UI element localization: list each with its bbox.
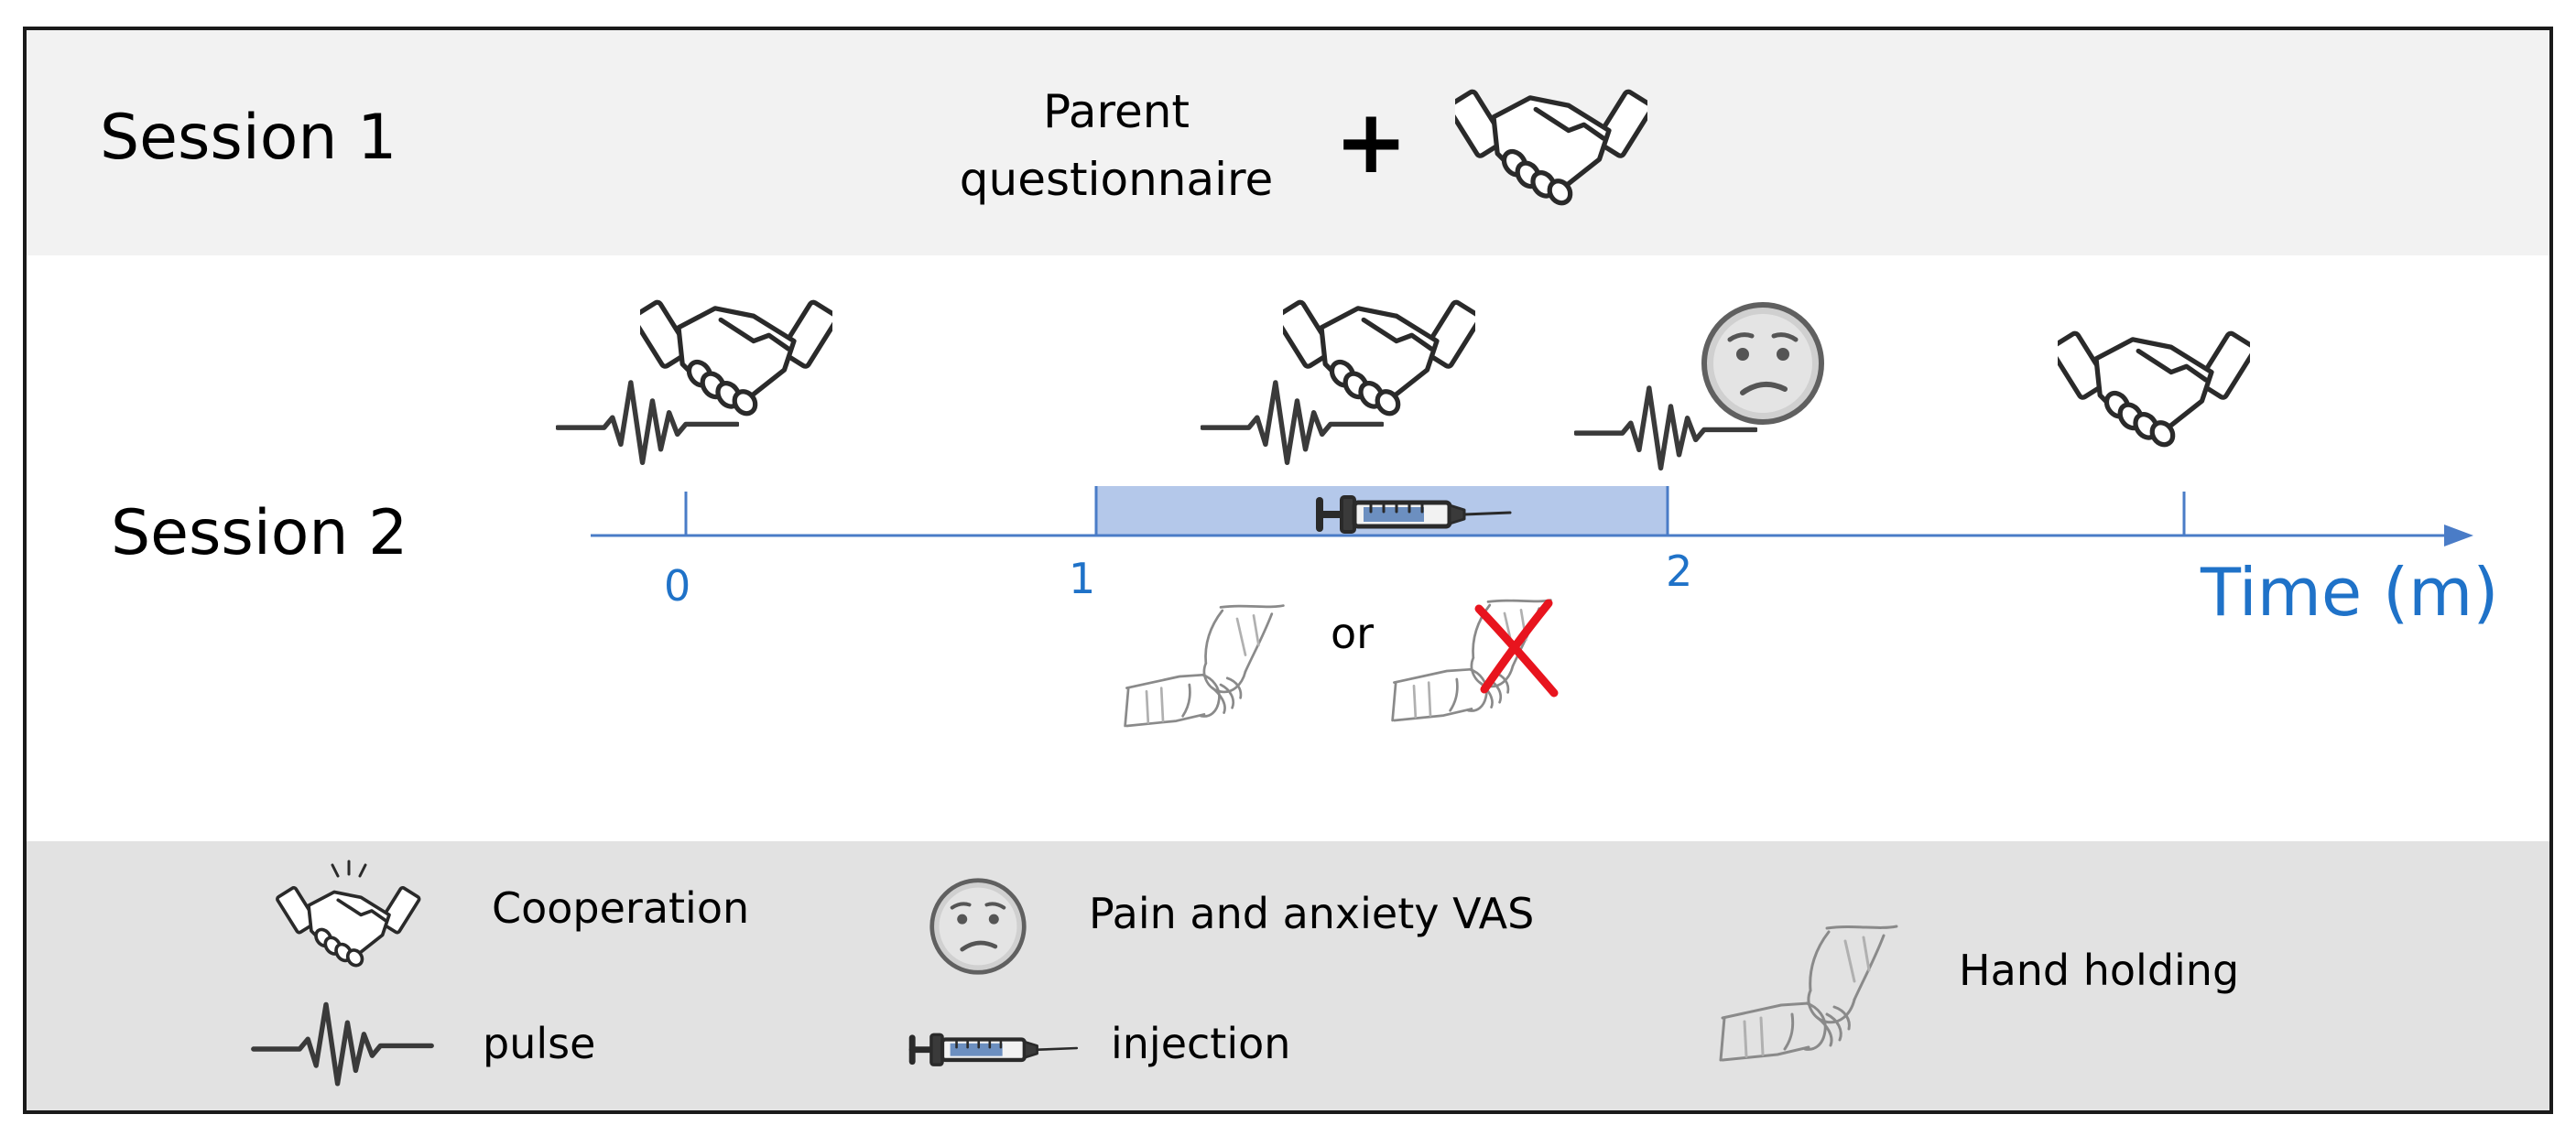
handshake-icon [1455,67,1647,211]
legend-hand-holding-label: Hand holding [1959,946,2240,995]
hand-holding-icon [1717,918,1900,1074]
cross-icon [1474,599,1559,698]
legend-pulse-label: pulse [483,1019,596,1068]
sad-face-icon [1699,299,1827,427]
sad-face-icon [928,876,1028,977]
session1-label: Session 1 [100,102,397,174]
legend-vas-label: Pain and anxiety VAS [1089,889,1535,938]
session1-band [27,30,2549,255]
tick-label-1: 1 [1069,554,1096,603]
session2-label: Session 2 [111,497,408,569]
pulse-icon [556,369,739,470]
legend-band [27,841,2549,1110]
syringe-icon [1309,481,1521,545]
legend-injection-label: injection [1111,1019,1291,1068]
tick-label-0: 0 [664,561,691,611]
handshake-icon [2058,308,2250,453]
tick-label-2: 2 [1666,546,1693,596]
pulse-icon [246,991,439,1090]
questionnaire-label: Parent questionnaire [959,85,1274,206]
figure-frame: Session 1 Parent questionnaire + Session… [23,27,2553,1114]
plus-sign: + [1334,91,1408,193]
timeline-axis [591,486,2473,546]
or-label: or [1331,609,1375,658]
syringe-icon [908,1012,1081,1085]
legend-cooperation-label: Cooperation [492,883,750,933]
pulse-icon [1201,369,1384,470]
time-axis-label: Time (m) [2201,554,2499,631]
hand-holding-icon [1122,600,1287,737]
handshake-icon [276,860,422,970]
